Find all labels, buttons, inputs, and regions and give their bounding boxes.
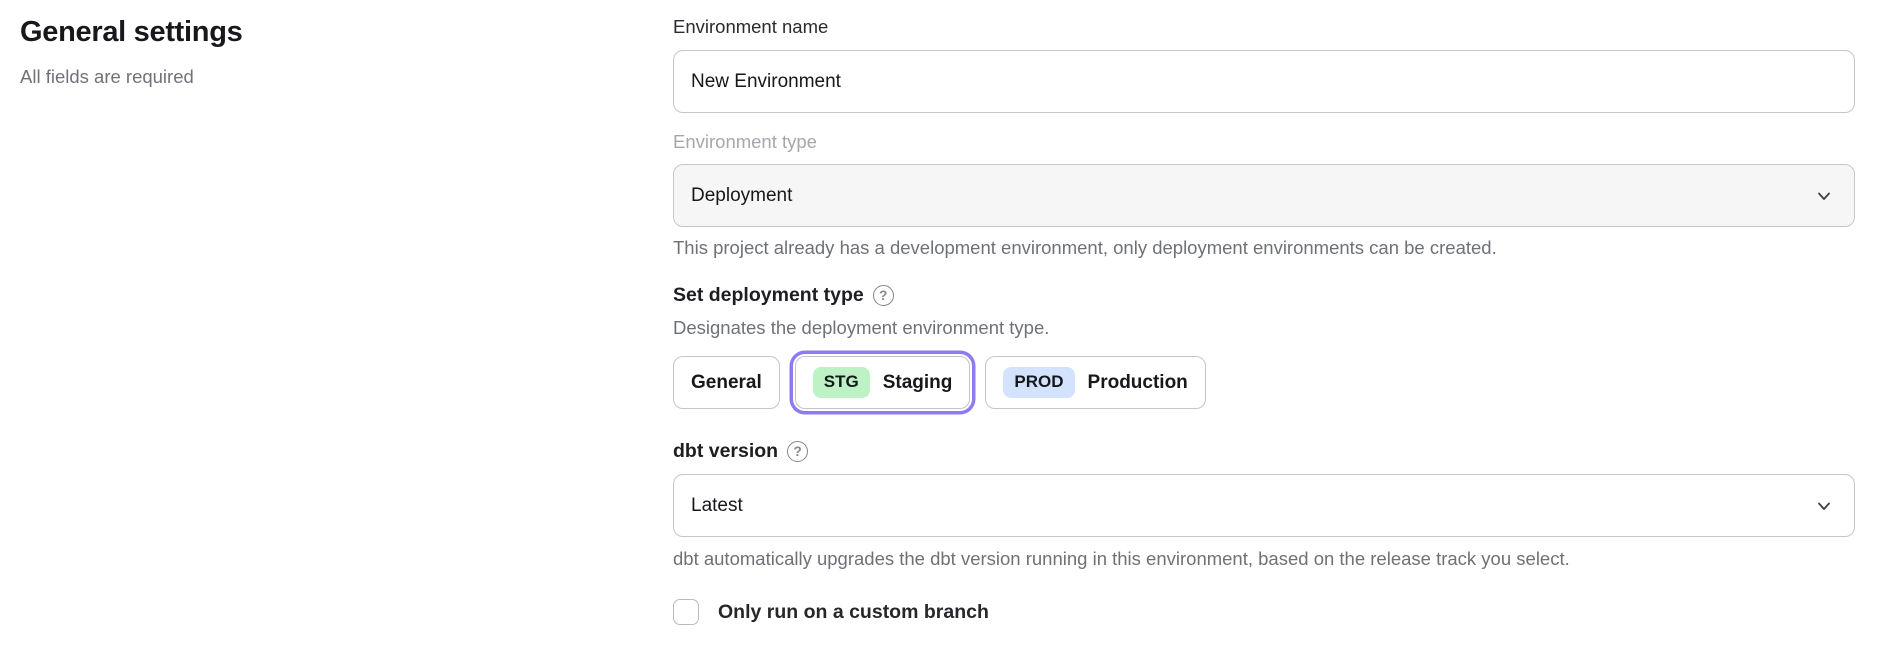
- environment-type-select: Deployment: [673, 164, 1855, 227]
- help-icon[interactable]: ?: [872, 285, 894, 306]
- deployment-type-production-button[interactable]: PROD Production: [985, 356, 1206, 409]
- deployment-type-general-button[interactable]: General: [673, 356, 780, 409]
- environment-type-value: Deployment: [691, 184, 793, 206]
- dbt-version-helper: dbt automatically upgrades the dbt versi…: [673, 548, 1570, 569]
- dbt-version-heading: dbt version: [673, 440, 779, 462]
- environment-name-input[interactable]: [673, 50, 1855, 113]
- deployment-type-options: General STG Staging PROD Production: [673, 356, 1855, 409]
- deployment-type-heading: Set deployment type: [673, 284, 864, 306]
- environment-name-label: Environment name: [673, 16, 829, 37]
- environment-type-label: Environment type: [673, 131, 817, 152]
- custom-branch-checkbox[interactable]: [673, 599, 699, 625]
- help-icon[interactable]: ?: [787, 441, 809, 462]
- chevron-down-icon: [1814, 496, 1834, 516]
- dbt-version-value: Latest: [691, 494, 743, 516]
- chevron-down-icon: [1814, 186, 1834, 206]
- dbt-version-select[interactable]: Latest: [673, 474, 1855, 537]
- environment-type-helper: This project already has a development e…: [673, 237, 1497, 258]
- deployment-type-staging-label: Staging: [882, 371, 953, 393]
- production-badge: PROD: [1003, 367, 1075, 398]
- deployment-type-production-label: Production: [1087, 371, 1188, 393]
- deployment-type-general-label: General: [691, 371, 762, 393]
- page-subtitle: All fields are required: [20, 66, 194, 87]
- deployment-type-description: Designates the deployment environment ty…: [673, 317, 1050, 338]
- environment-form: Environment name Environment type Deploy…: [673, 0, 1855, 660]
- staging-badge: STG: [812, 367, 870, 398]
- page-title: General settings: [20, 16, 243, 48]
- custom-branch-label: Only run on a custom branch: [718, 600, 989, 623]
- deployment-type-staging-button[interactable]: STG Staging: [794, 356, 971, 409]
